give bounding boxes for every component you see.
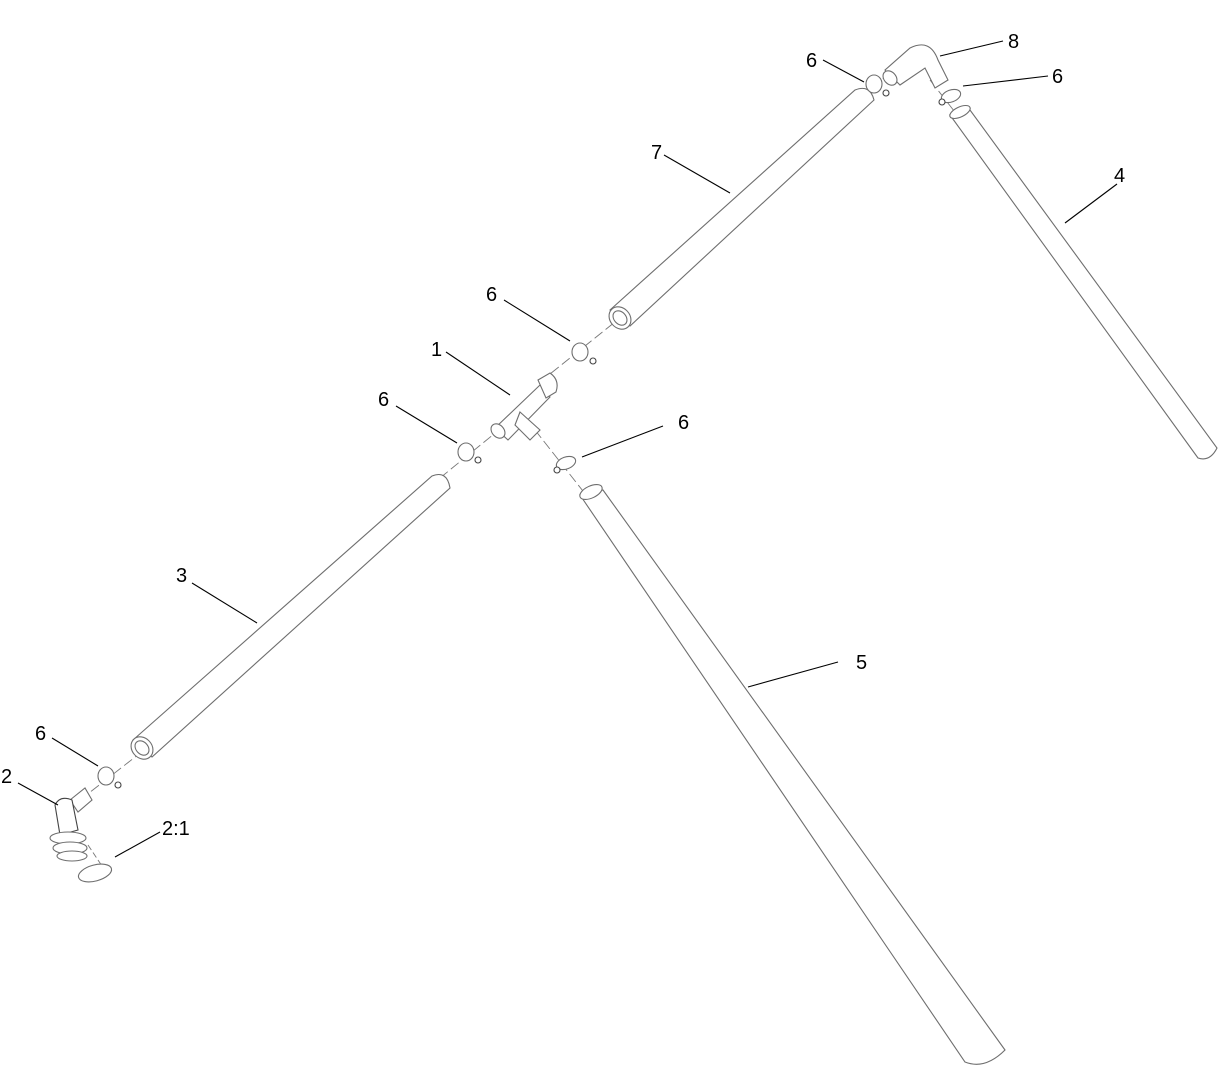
callout-6-left-tee: 6 xyxy=(378,389,389,411)
hose-4 xyxy=(949,104,1218,460)
callout-6-left-lower: 6 xyxy=(35,723,46,745)
callout-3: 3 xyxy=(176,565,187,587)
callout-6-upper-tee: 6 xyxy=(486,284,497,306)
callout-2: 2 xyxy=(1,766,12,788)
callouts: 6 8 6 7 4 6 1 6 6 3 5 6 2 2:1 xyxy=(1,31,1125,840)
hose-5 xyxy=(579,484,1006,1065)
hose-clamp-left-tee xyxy=(457,442,482,464)
hose-clamp-lower-tee xyxy=(553,455,577,474)
hose-clamp-upper-right xyxy=(938,88,962,106)
hose-clamp-left-lower xyxy=(97,766,122,789)
callout-8: 8 xyxy=(1008,31,1019,53)
hose-3 xyxy=(130,473,451,760)
assembly-axes xyxy=(79,69,959,867)
callout-7: 7 xyxy=(651,142,662,164)
callout-1: 1 xyxy=(431,339,442,361)
hose-clamp-upper-left xyxy=(865,74,890,97)
o-ring-2-1 xyxy=(77,863,113,883)
elbow-fitting-2 xyxy=(49,787,93,862)
callout-2-1: 2:1 xyxy=(162,818,190,840)
callout-5: 5 xyxy=(856,652,867,674)
hose-clamp-upper-tee xyxy=(571,342,597,365)
callout-6-lower-tee: 6 xyxy=(678,412,689,434)
hose-7 xyxy=(608,87,875,330)
callout-6-upper-right: 6 xyxy=(1052,66,1063,88)
callout-4: 4 xyxy=(1114,165,1125,187)
tee-fitting-1 xyxy=(490,372,558,441)
elbow-fitting-8 xyxy=(882,44,949,89)
leader-lines xyxy=(17,40,1118,858)
callout-6-upper-left: 6 xyxy=(806,50,817,72)
hose-clamps xyxy=(97,74,962,789)
